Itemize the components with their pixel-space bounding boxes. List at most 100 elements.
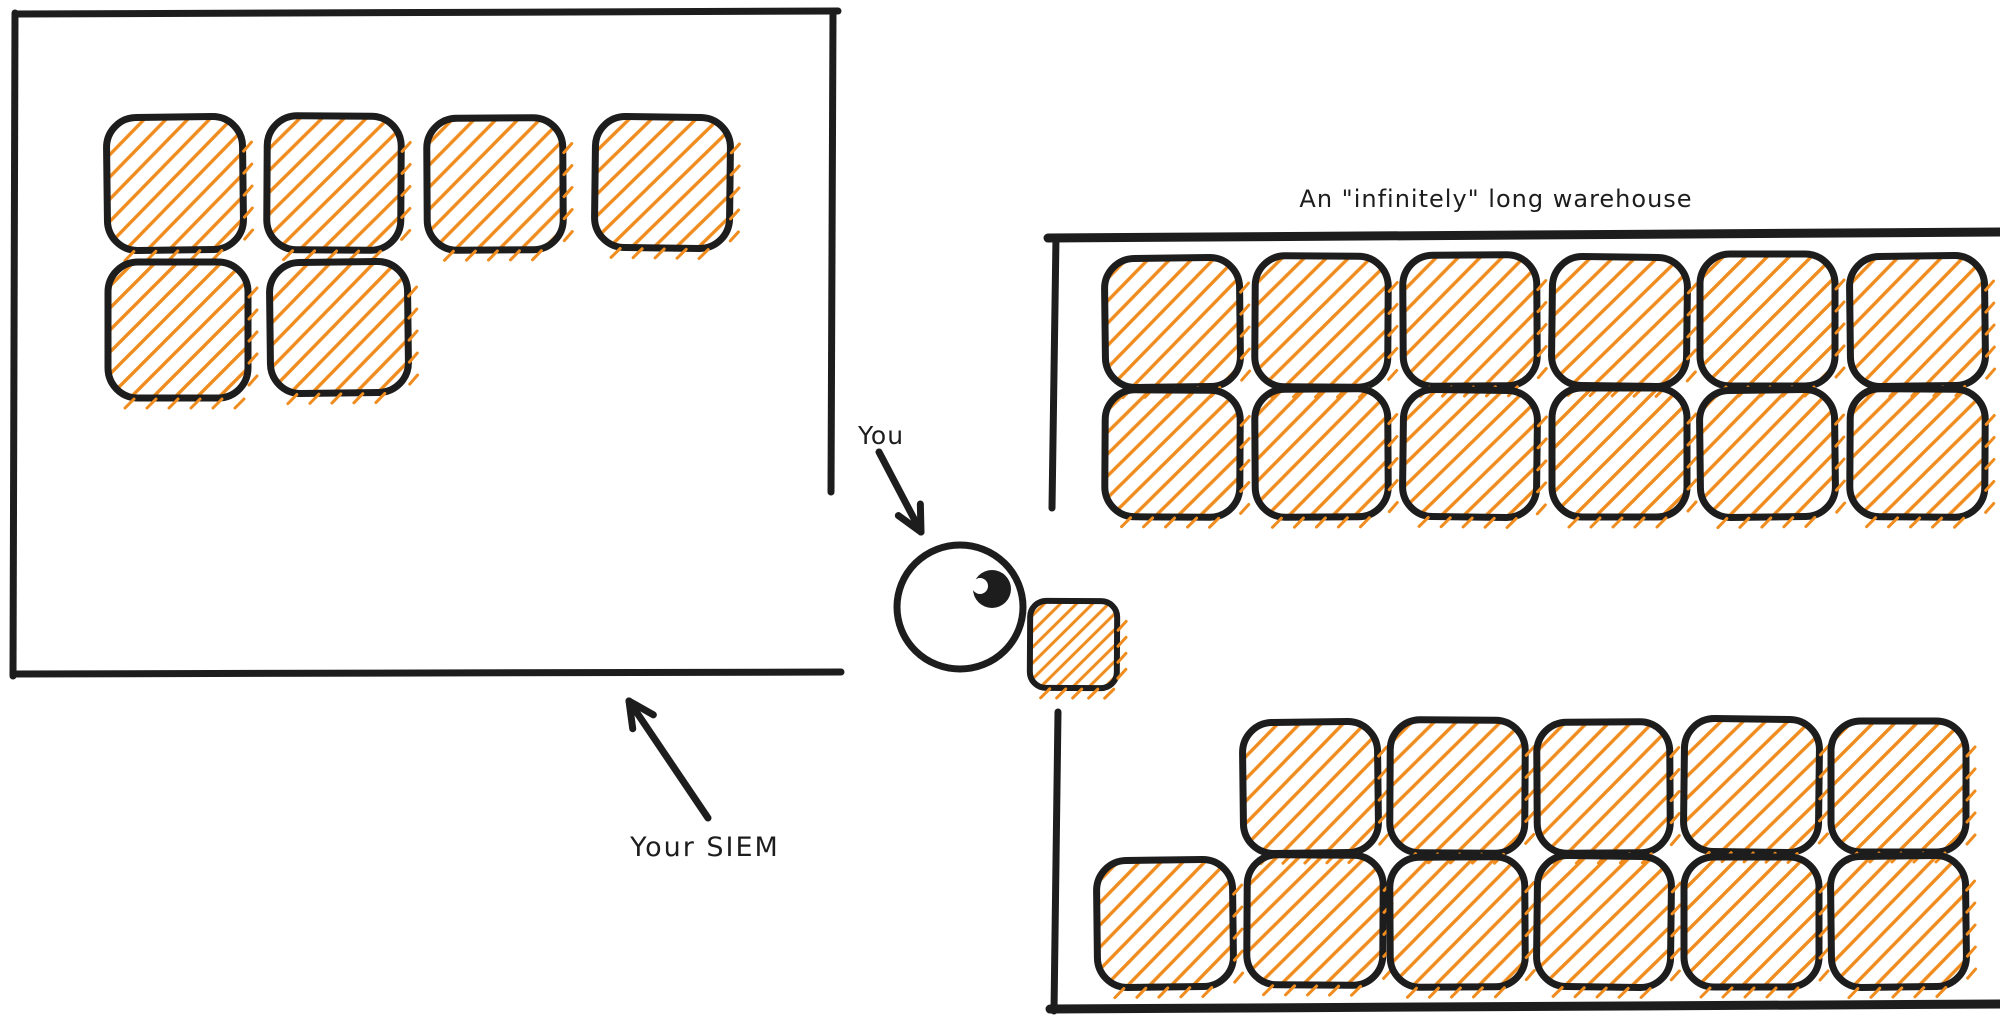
hatch-overshoot-tick [189,397,202,410]
hatch-overshoot-tick [1239,325,1251,338]
hatch-overshoot-tick [1669,969,1681,982]
hatch-overshoot-tick [1201,985,1214,999]
hatched-box-body [1101,386,1244,521]
hatch-overshoot-tick [242,206,254,219]
hatched-box-body [1386,853,1529,991]
hatched-box-body [1827,717,1970,856]
siem-arrow [625,697,712,822]
hatch-overshoot-tick [1782,516,1795,529]
hatch-overshoot-tick [1760,516,1773,529]
hatch-overshoot-tick [1208,516,1221,529]
hatch-overshoot-tick [1984,479,1996,492]
hatch-overshoot-tick [1669,834,1681,847]
hatch-overshoot-tick [1493,986,1506,999]
arrow-head-barb [894,512,925,536]
hatched-box-body [1533,718,1674,857]
hatch-overshoot-tick [1953,516,1966,529]
arrow-shaft [625,697,712,822]
hatch-overshoot-tick [304,249,317,262]
hatch-overshoot-tick [1239,303,1251,316]
hatch-overshoot-tick [1834,278,1846,291]
hatch-overshoot-tick [1186,516,1199,529]
hatch-overshoot-tick [1524,832,1536,845]
hatch-overshoot-tick [1306,984,1319,997]
hatch-overshoot-tick [400,228,412,241]
hatched-box [1827,717,1977,864]
hatch-overshoot-tick [1377,745,1389,758]
hatch-overshoot-tick [1834,300,1846,313]
hatch-overshoot-tick [1387,280,1399,293]
hatch-overshoot-tick [330,392,343,405]
hatch-overshoot-tick [1284,984,1297,997]
hatch-overshoot-tick [1669,746,1681,759]
hatch-overshoot-tick [1524,947,1536,960]
hatch-overshoot-tick [1387,479,1399,492]
hatch-overshoot-tick [1405,986,1418,999]
hatch-overshoot-tick [400,184,412,197]
hatch-overshoot-tick [1887,516,1900,529]
hatched-box [1093,856,1245,1000]
hatch-overshoot-tick [1387,368,1399,381]
hatch-overshoot-tick [233,397,246,410]
hatched-box-body [1251,385,1392,521]
hatch-overshoot-tick [562,208,574,221]
hatch-overshoot-tick [1834,479,1846,492]
hatch-overshoot-tick [1483,516,1496,529]
hatch-overshoot-tick [1669,768,1681,781]
hatch-overshoot-tick [326,249,339,262]
hatched-box [263,112,412,262]
hatched-box-body [1251,252,1392,391]
hatched-box [1533,718,1681,865]
hatch-overshoot-tick [1328,984,1341,997]
hatch-overshoot-tick [729,142,741,155]
hatched-box [103,113,255,263]
hatched-box-body [1399,251,1541,390]
wall-top [12,7,842,18]
hatch-overshoot-tick [562,142,574,155]
hatched-box [266,258,420,406]
hatch-overshoot-tick [1965,923,1977,936]
hatch-overshoot-tick [1589,516,1602,529]
annotation-arrows [625,448,925,822]
hatch-overshoot-tick [400,162,412,175]
hatch-overshoot-tick [1135,986,1148,999]
hatch-overshoot-tick [308,392,321,405]
hatch-overshoot-tick [1179,986,1192,999]
hatch-overshoot-tick [1232,927,1244,940]
hatch-overshoot-tick [1387,302,1399,315]
hatched-box-body [266,258,412,397]
hatch-overshoot-tick [1617,986,1630,999]
hatch-overshoot-tick [407,351,419,364]
hatch-overshoot-tick [1239,281,1251,294]
hatch-overshoot-tick [247,352,259,365]
hatch-overshoot-tick [1387,435,1399,448]
hatch-overshoot-tick [1985,367,1997,380]
hatch-overshoot-tick [242,184,254,197]
hatch-overshoot-tick [242,162,254,175]
hatch-overshoot-tick [1536,481,1548,494]
hatch-overshoot-tick [1524,744,1536,757]
hatch-overshoot-tick [1865,516,1878,529]
hatch-overshoot-tick [1686,326,1698,339]
hatch-overshoot-tick [1536,459,1548,472]
hatch-overshoot-tick [1984,435,1996,448]
hatch-overshoot-tick [1891,986,1904,999]
hatched-box-body [104,258,252,402]
hatch-overshoot-tick [1686,304,1698,317]
hatch-overshoot-tick [1239,502,1251,515]
hatch-overshoot-tick [562,186,574,199]
hatched-box-body [1399,386,1541,521]
hatch-overshoot-tick [1387,457,1399,470]
hatch-overshoot-tick [1262,984,1275,997]
hatch-overshoot-tick [1232,883,1244,896]
hatch-overshoot-tick [1387,501,1399,514]
siem-room [9,7,845,680]
hatch-overshoot-tick [1377,811,1389,824]
you-arrow [875,448,925,536]
hatched-box [1399,386,1548,529]
hatch-overshoot-tick [1818,744,1830,757]
hatch-overshoot-tick [1818,810,1830,823]
hatch-overshoot-tick [1524,788,1536,801]
